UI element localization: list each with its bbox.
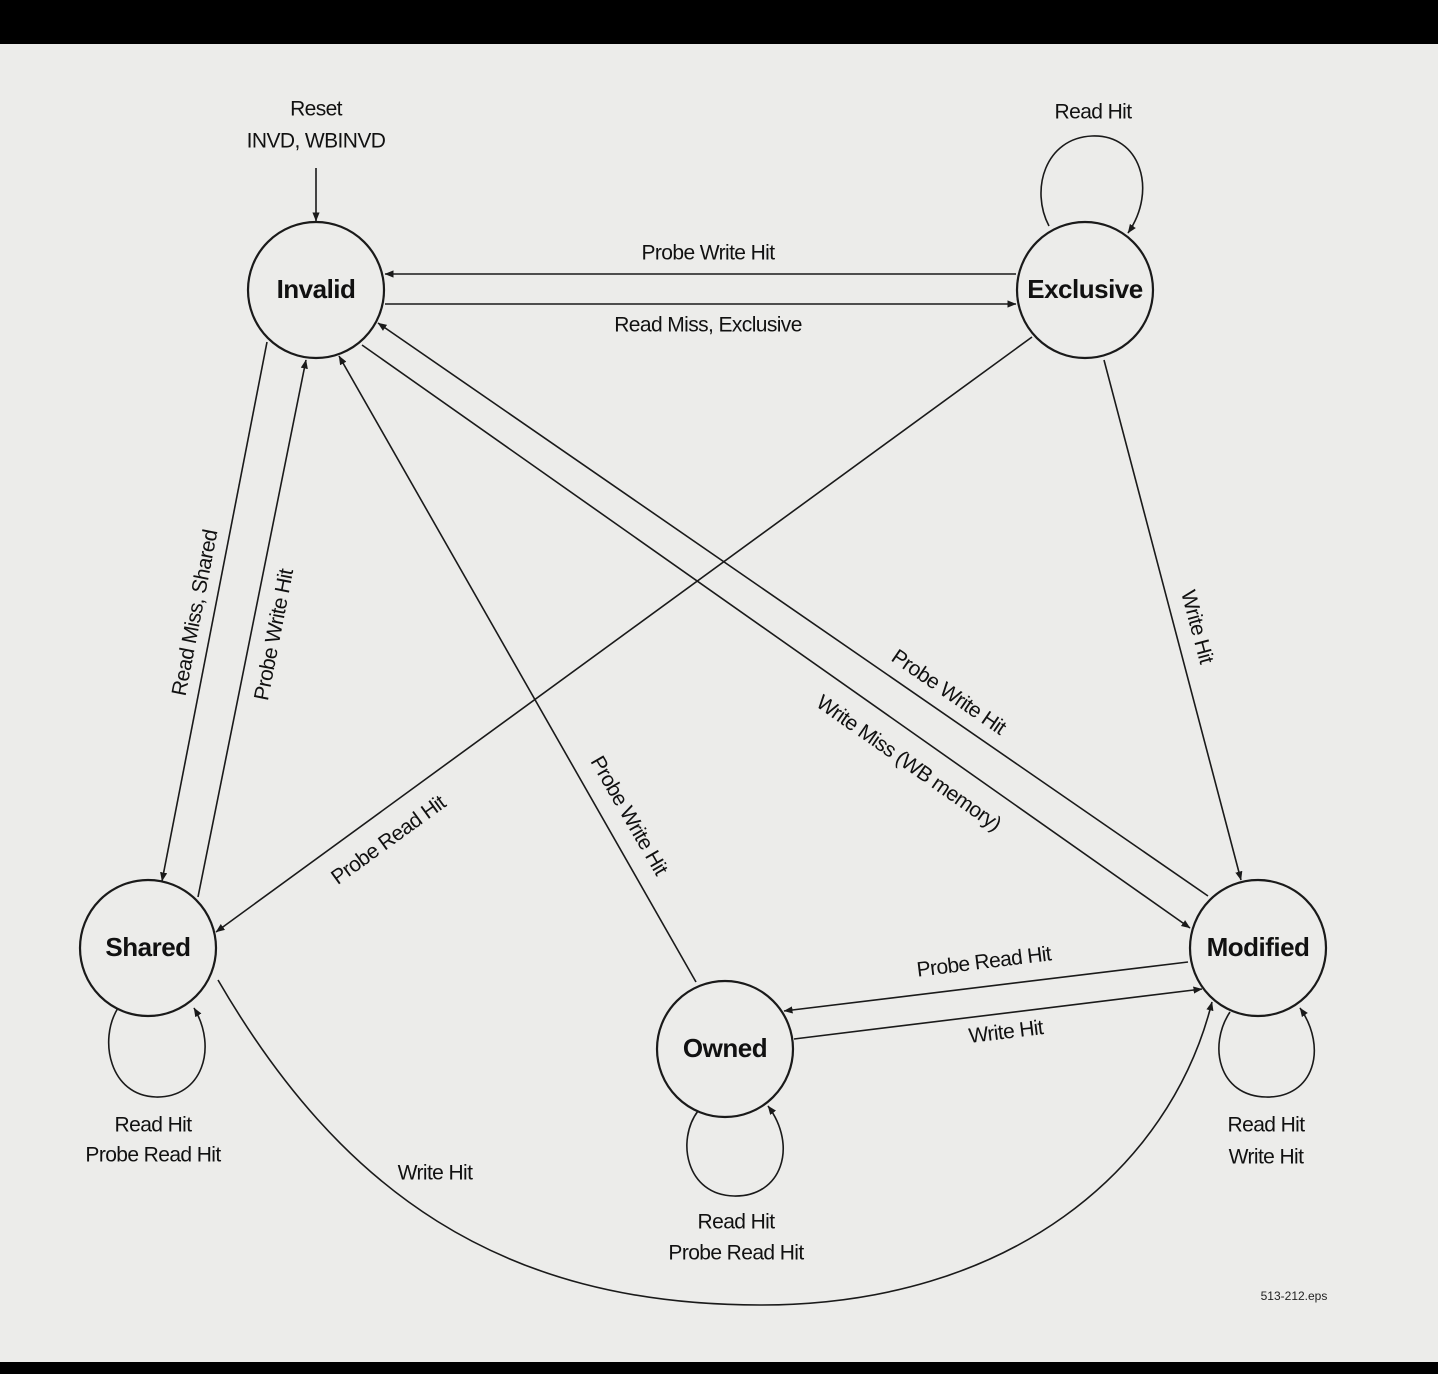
label-shared-to-modified: Write Hit bbox=[398, 1162, 473, 1185]
loop-label-modified-2: Write Hit bbox=[1229, 1146, 1304, 1169]
edge-modified-to-invalid bbox=[377, 322, 1209, 897]
label-owned-to-invalid: Probe Write Hit bbox=[586, 752, 673, 879]
label-shared-to-invalid: Probe Write Hit bbox=[250, 567, 298, 703]
loop-label-owned-1: Read Hit bbox=[698, 1211, 776, 1234]
loop-label-shared-1: Read Hit bbox=[115, 1114, 193, 1137]
edge-owned-to-invalid bbox=[338, 355, 697, 983]
loop-exclusive bbox=[1040, 135, 1144, 234]
state-shared-label: Shared bbox=[105, 932, 190, 962]
label-invalid-to-exclusive: Read Miss, Exclusive bbox=[614, 314, 802, 337]
figure-id: 513-212.eps bbox=[1261, 1289, 1328, 1303]
edge-exclusive-to-shared bbox=[215, 336, 1033, 933]
edge-exclusive-to-modified bbox=[1103, 359, 1243, 881]
entry-label-invd: INVD, WBINVD bbox=[247, 130, 386, 153]
edge-owned-to-modified bbox=[793, 986, 1203, 1040]
edge-modified-to-owned bbox=[783, 961, 1189, 1014]
edge-invalid-to-shared bbox=[160, 341, 268, 882]
label-modified-to-owned: Probe Read Hit bbox=[915, 942, 1053, 981]
state-modified: Modified bbox=[1188, 878, 1328, 1018]
state-exclusive-label: Exclusive bbox=[1027, 274, 1143, 304]
state-invalid: Invalid bbox=[246, 220, 386, 360]
state-exclusive: Exclusive bbox=[1015, 220, 1155, 360]
loop-modified bbox=[1218, 1007, 1315, 1098]
diagram-slide bbox=[0, 44, 1438, 1362]
loop-shared bbox=[107, 1007, 206, 1098]
edge-invalid-to-modified bbox=[361, 344, 1191, 929]
loop-label-modified-1: Read Hit bbox=[1228, 1114, 1306, 1137]
loop-label-shared-2: Probe Read Hit bbox=[85, 1144, 221, 1167]
state-shared: Shared bbox=[78, 878, 218, 1018]
edge-shared-to-modified bbox=[217, 979, 1214, 1306]
label-exclusive-to-invalid: Probe Write Hit bbox=[642, 242, 776, 265]
edge-shared-to-invalid bbox=[197, 359, 308, 898]
loop-label-owned-2: Probe Read Hit bbox=[668, 1242, 804, 1265]
label-owned-to-modified: Write Hit bbox=[967, 1016, 1045, 1048]
label-modified-to-invalid: Probe Write Hit bbox=[887, 645, 1010, 740]
state-modified-label: Modified bbox=[1207, 932, 1310, 962]
entry-label-reset: Reset bbox=[290, 98, 343, 121]
loop-owned bbox=[686, 1105, 784, 1197]
state-owned-label: Owned bbox=[683, 1033, 767, 1063]
bottom-bar bbox=[0, 1362, 1438, 1374]
loop-label-exclusive-1: Read Hit bbox=[1055, 101, 1133, 124]
state-invalid-label: Invalid bbox=[277, 274, 356, 304]
state-owned: Owned bbox=[655, 979, 795, 1119]
